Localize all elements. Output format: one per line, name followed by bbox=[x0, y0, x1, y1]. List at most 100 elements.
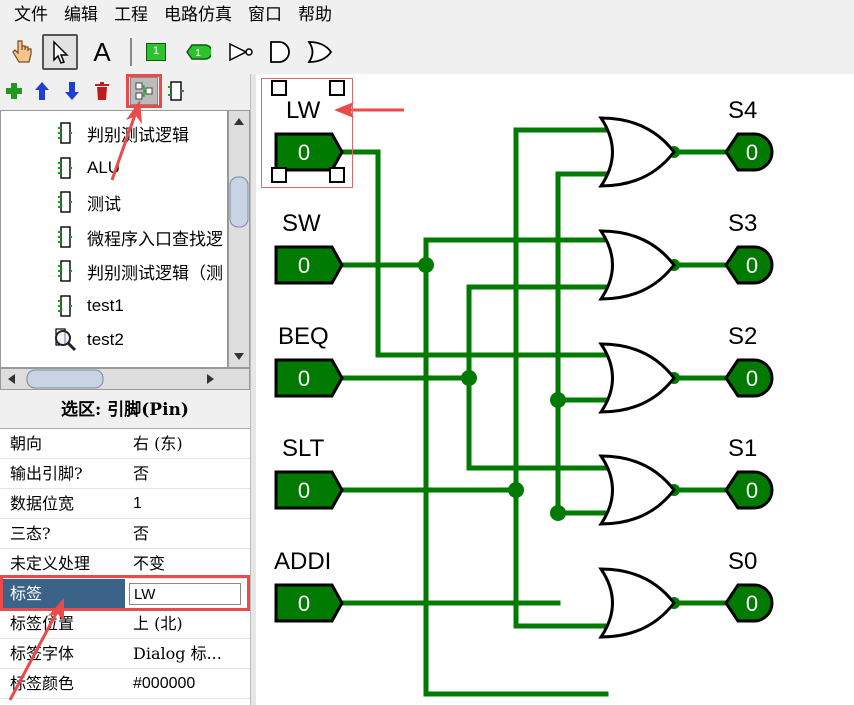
panel-splitter[interactable] bbox=[250, 74, 256, 705]
subcircuit-icon bbox=[53, 190, 77, 214]
input-pin bbox=[274, 245, 344, 285]
menu-file[interactable]: 文件 bbox=[14, 5, 48, 25]
property-row-facing[interactable]: 朝向 右 (东) bbox=[0, 429, 250, 459]
pin-value: 0 bbox=[746, 140, 758, 165]
tree-item-label: 判别测试逻辑 bbox=[87, 125, 189, 146]
pin-value: 0 bbox=[298, 253, 310, 278]
input-label: BEQ bbox=[278, 323, 329, 350]
delete-icon[interactable] bbox=[90, 78, 114, 104]
property-value[interactable]: 否 bbox=[133, 463, 150, 483]
and-gate-icon[interactable] bbox=[262, 34, 298, 70]
junction-dot bbox=[508, 482, 524, 498]
selection-handles bbox=[271, 80, 345, 183]
or-gate bbox=[598, 342, 676, 414]
property-key: 标签 bbox=[0, 578, 125, 609]
subcircuit-icon bbox=[53, 294, 77, 318]
output-pin bbox=[724, 470, 774, 510]
text-tool-label: A bbox=[93, 36, 111, 67]
junction-dot bbox=[461, 370, 477, 386]
wire bbox=[513, 127, 609, 629]
junction-dot bbox=[550, 505, 566, 521]
property-row-data-bits[interactable]: 数据位宽 1 bbox=[0, 489, 250, 519]
circuit-appearance-icon[interactable] bbox=[164, 78, 188, 104]
wire bbox=[338, 149, 609, 358]
output-pin-icon[interactable]: 1 bbox=[180, 34, 216, 70]
circuit-svg: LW SW BEQ SLT ADDI S4 S3 S2 S1 S0 0 0 0 … bbox=[271, 80, 774, 697]
property-key: 标签字体 bbox=[10, 643, 75, 663]
tree-item-label: test1 bbox=[87, 296, 124, 315]
property-value[interactable]: 1 bbox=[133, 494, 142, 512]
circuit-canvas[interactable]: LW SW BEQ SLT ADDI S4 S3 S2 S1 S0 0 0 0 … bbox=[256, 74, 854, 705]
pin-value: 0 bbox=[746, 478, 758, 503]
property-value[interactable]: Dialog 标... bbox=[133, 643, 222, 663]
output-pin bbox=[724, 132, 774, 172]
tree-item[interactable]: 测试 bbox=[53, 187, 121, 217]
property-row-pull[interactable]: 未定义处理 不变 bbox=[0, 549, 250, 579]
subcircuit-icon bbox=[53, 156, 77, 180]
toolbar-separator bbox=[130, 38, 132, 66]
circuit-layout-icon[interactable] bbox=[130, 77, 158, 105]
arrow-head bbox=[334, 102, 354, 118]
property-value[interactable]: 否 bbox=[133, 523, 150, 543]
tree-vertical-scrollbar[interactable] bbox=[228, 110, 250, 368]
or-gate-icon[interactable] bbox=[302, 34, 338, 70]
tree-item[interactable]: 判别测试逻辑 bbox=[53, 118, 189, 148]
input-pin-icon[interactable]: 1 bbox=[138, 34, 174, 70]
magnifier-icon bbox=[53, 328, 77, 352]
input-label: SW bbox=[282, 210, 321, 237]
text-tool-icon[interactable]: A bbox=[84, 34, 120, 70]
tree-item[interactable]: test1 bbox=[53, 291, 124, 321]
property-value[interactable]: #000000 bbox=[133, 674, 196, 692]
tree-horizontal-scrollbar[interactable] bbox=[0, 368, 250, 390]
property-key: 标签位置 bbox=[10, 613, 75, 633]
label-input[interactable] bbox=[129, 583, 241, 605]
junction-dot bbox=[550, 392, 566, 408]
select-arrow-icon[interactable] bbox=[42, 34, 78, 70]
selection-handle bbox=[271, 167, 287, 183]
output-pins bbox=[724, 132, 774, 623]
property-value[interactable]: 右 (东) bbox=[133, 433, 183, 453]
output-label: S3 bbox=[728, 210, 757, 237]
input-pin-value: 1 bbox=[146, 43, 166, 61]
property-row-label-font[interactable]: 标签字体 Dialog 标... bbox=[0, 639, 250, 669]
input-label: LW bbox=[286, 97, 321, 124]
property-value[interactable]: 不变 bbox=[133, 553, 166, 573]
tree-item[interactable]: ALU bbox=[53, 153, 120, 183]
tree-item[interactable]: 判别测试逻辑（测 bbox=[53, 256, 223, 286]
add-circuit-icon[interactable] bbox=[2, 78, 26, 104]
menu-window[interactable]: 窗口 bbox=[248, 5, 282, 25]
subcircuit-icon bbox=[53, 121, 77, 145]
pin-value: 0 bbox=[298, 478, 310, 503]
selected-pin-highlight bbox=[261, 78, 353, 188]
or-gates bbox=[598, 116, 676, 639]
property-row-label-color[interactable]: 标签颜色 #000000 bbox=[0, 669, 250, 699]
property-value[interactable]: 上 (北) bbox=[133, 613, 183, 633]
output-pin bbox=[724, 583, 774, 623]
tree-item[interactable]: test2 bbox=[53, 325, 124, 355]
move-up-icon[interactable] bbox=[30, 78, 54, 104]
not-gate-icon[interactable] bbox=[222, 34, 258, 70]
wire bbox=[555, 171, 609, 516]
menu-project[interactable]: 工程 bbox=[114, 5, 148, 25]
tree-item-label: 测试 bbox=[87, 194, 121, 215]
or-gate bbox=[598, 454, 676, 526]
property-row-label[interactable]: 标签 bbox=[0, 578, 250, 609]
property-key: 数据位宽 bbox=[10, 493, 75, 513]
property-row-output[interactable]: 输出引脚? 否 bbox=[0, 459, 250, 489]
menu-help[interactable]: 帮助 bbox=[298, 5, 332, 25]
or-gate bbox=[598, 229, 676, 301]
property-key: 标签颜色 bbox=[10, 673, 75, 693]
move-down-icon[interactable] bbox=[60, 78, 84, 104]
input-pin bbox=[274, 470, 344, 510]
wire bbox=[338, 375, 609, 471]
property-row-label-location[interactable]: 标签位置 上 (北) bbox=[0, 609, 250, 639]
pin-value: 0 bbox=[298, 366, 310, 391]
menu-simulate[interactable]: 电路仿真 bbox=[164, 5, 232, 25]
circuit-tree: 判别测试逻辑 ALU 测试 微程序入口查找逻 判别测试逻辑（测 test1 te… bbox=[0, 110, 228, 368]
hand-poke-icon[interactable] bbox=[4, 34, 40, 70]
menu-edit[interactable]: 编辑 bbox=[64, 5, 98, 25]
tree-item[interactable]: 微程序入口查找逻 bbox=[53, 222, 223, 252]
property-row-three-state[interactable]: 三态? 否 bbox=[0, 519, 250, 549]
property-key: 未定义处理 bbox=[10, 553, 91, 573]
menu-bar: 文件 编辑 工程 电路仿真 窗口 帮助 bbox=[0, 0, 854, 30]
